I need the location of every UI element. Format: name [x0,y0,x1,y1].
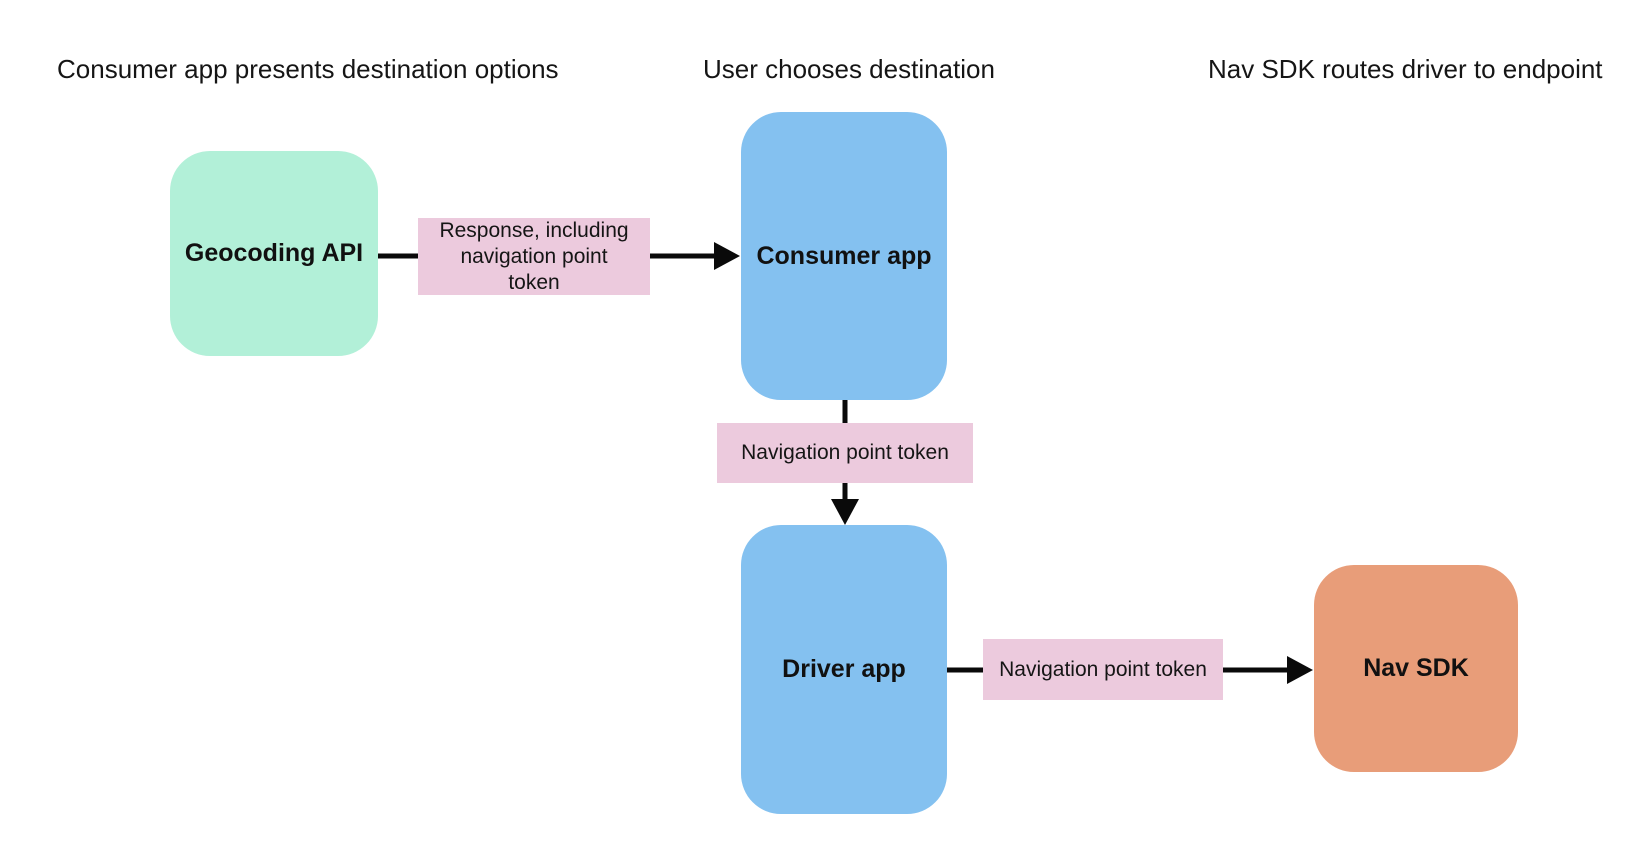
edge-label-line: token [508,270,560,294]
stage-title-consumer-presents: Consumer app presents destination option… [57,54,559,84]
node-driver-app: Driver app [741,525,947,814]
arrowhead-right-icon [714,242,740,270]
edge-label-line: Response, including [439,218,629,242]
edge-label-response-token: Response, including navigation point tok… [418,218,650,295]
stage-title-user-chooses: User chooses destination [703,54,995,84]
node-consumer-app: Consumer app [741,112,947,400]
node-consumer-app-label: Consumer app [756,241,932,270]
stage-title-nav-sdk-routes: Nav SDK routes driver to endpoint [1208,54,1603,84]
node-nav-sdk: Nav SDK [1314,565,1518,772]
arrowhead-right-icon [1287,656,1313,684]
edge-label-line: Navigation point token [999,657,1207,681]
edge-label-line: Navigation point token [741,441,949,464]
edge-label-navigation-point-token-1: Navigation point token [717,423,973,483]
edge-label-line: navigation point [460,244,608,268]
node-geocoding-api-label: Geocoding API [184,239,364,267]
node-nav-sdk-label: Nav SDK [1363,654,1469,682]
arrowhead-down-icon [831,499,859,525]
edge-label-navigation-point-token-2: Navigation point token [983,639,1223,700]
node-driver-app-label: Driver app [782,655,906,683]
node-geocoding-api: Geocoding API [170,151,378,356]
